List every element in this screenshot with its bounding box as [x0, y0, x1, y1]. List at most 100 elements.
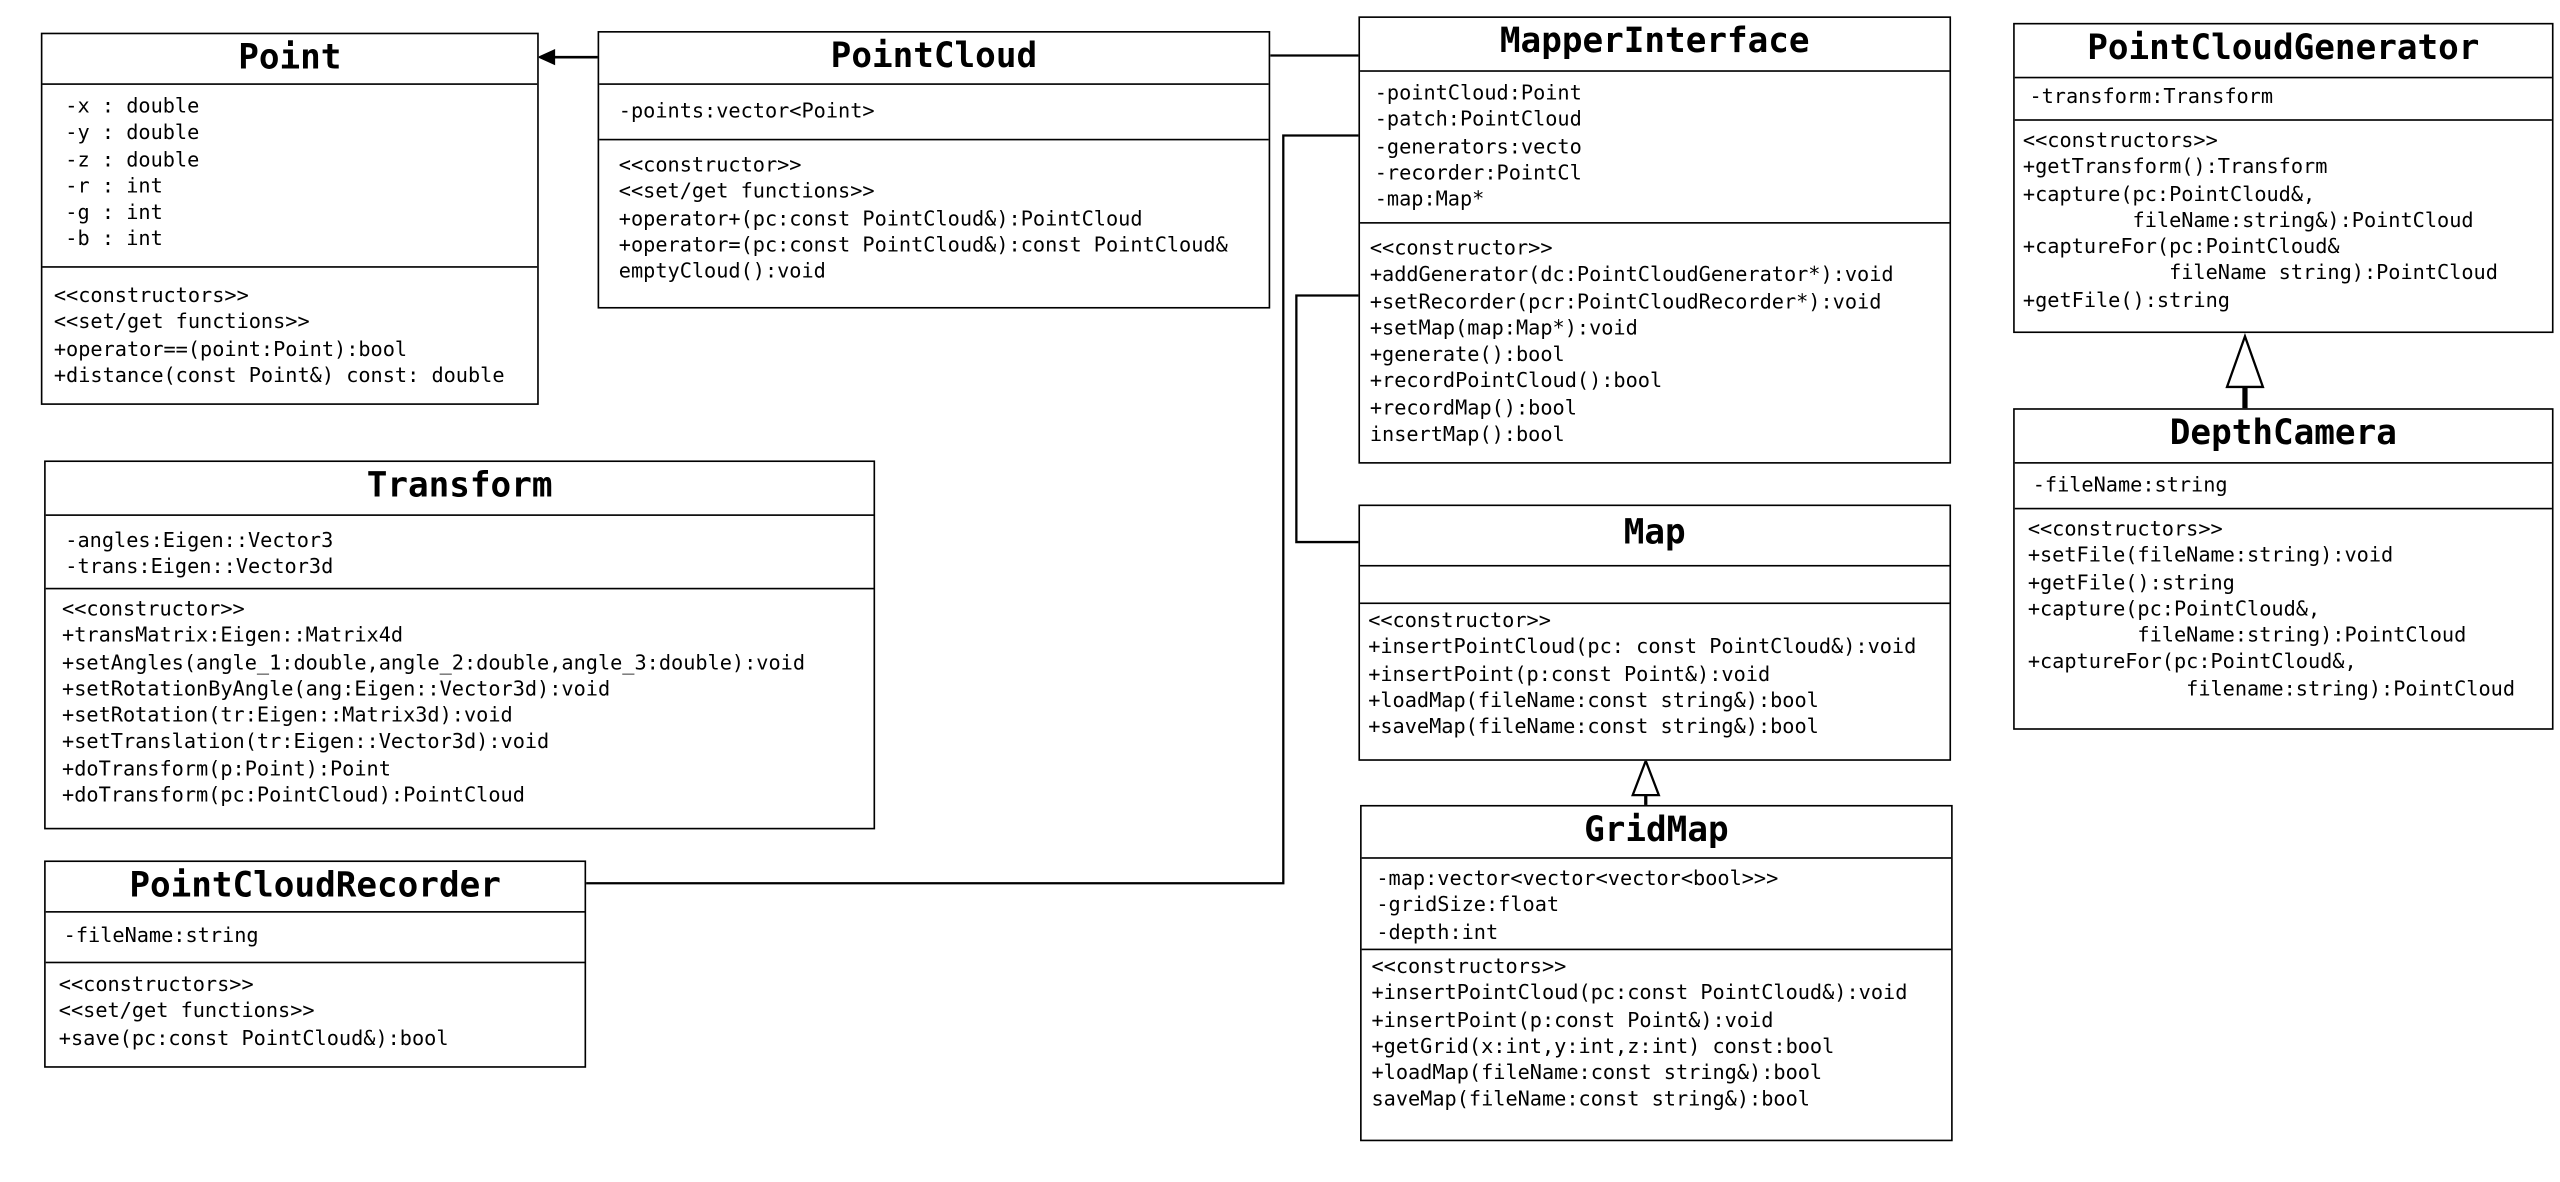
- method: +addGenerator(dc:PointCloudGenerator*):v…: [1369, 261, 1894, 287]
- attribute: -fileName:string: [2032, 471, 2228, 497]
- method: <<constructors>>: [2027, 515, 2223, 541]
- method: <<constructor>>: [62, 595, 245, 621]
- method: +setRotationByAngle(ang:Eigen::Vector3d)…: [62, 675, 611, 701]
- class-pointcloudgenerator: PointCloudGenerator -transform:Transform…: [2013, 22, 2554, 334]
- methods-section: <<constructor>> +addGenerator(dc:PointCl…: [1360, 222, 1950, 448]
- attribute: -z : double: [65, 146, 200, 171]
- attribute: -transform:Transform: [2029, 83, 2274, 108]
- method: <<constructors>>: [53, 282, 249, 307]
- attribute: -x : double: [65, 93, 200, 118]
- method: +save(pc:const PointCloud&):bool: [58, 1024, 449, 1050]
- methods-section: <<constructor>> <<set/get functions>> +o…: [599, 138, 1269, 285]
- attribute: -y : double: [65, 119, 200, 145]
- method: +saveMap(fileName:const string&):bool: [1368, 713, 1819, 739]
- method: +setMap(map:Map*):void: [1369, 314, 1638, 340]
- method: +capture(pc:PointCloud&,: [2027, 595, 2321, 621]
- class-mapperinterface: MapperInterface -pointCloud:Point -patch…: [1358, 16, 1952, 464]
- attribute: -points:vector<Point>: [618, 97, 875, 123]
- attributes-section: -transform:Transform: [2014, 76, 2552, 119]
- method: +insertPointCloud(pc: const PointCloud&)…: [1368, 633, 1917, 659]
- class-title: PointCloud: [830, 35, 1038, 76]
- attribute: -depth:int: [1376, 918, 1499, 944]
- class-title: Map: [1623, 512, 1686, 552]
- class-point: Point -x : double -y : double -z : doubl…: [40, 32, 539, 405]
- methods-section: <<constructors>> +insertPointCloud(pc:co…: [1361, 948, 1952, 1114]
- association-arrowhead-icon: [537, 48, 556, 66]
- class-map: Map <<constructor>> +insertPointCloud(pc…: [1358, 504, 1952, 761]
- attribute: -angles:Eigen::Vector3: [65, 527, 334, 552]
- attribute: -gridSize:float: [1376, 891, 1560, 917]
- method: <<set/get functions>>: [53, 309, 310, 334]
- class-gridmap: GridMap -map:vector<vector<vector<bool>>…: [1360, 804, 1953, 1142]
- method: emptyCloud():void: [618, 258, 826, 283]
- method: +loadMap(fileName:const string&):bool: [1371, 1059, 1823, 1085]
- class-title: GridMap: [1584, 809, 1729, 850]
- method: <<constructor>>: [1368, 607, 1551, 632]
- method: +getFile():string: [2022, 286, 2230, 312]
- methods-section: <<constructors>> +getTransform():Transfo…: [2014, 119, 2552, 313]
- method: +doTransform(p:Point):Point: [62, 755, 391, 781]
- method: +captureFor(pc:PointCloud&,: [2027, 648, 2357, 674]
- attribute: -r : int: [65, 172, 163, 198]
- method: +transMatrix:Eigen::Matrix4d: [62, 622, 404, 648]
- methods-section: <<constructor>> +transMatrix:Eigen::Matr…: [45, 587, 874, 809]
- attribute: -patch:PointCloud: [1374, 106, 1582, 132]
- method: <<set/get functions>>: [618, 178, 875, 203]
- method: +setTranslation(tr:Eigen::Vector3d):void: [62, 728, 550, 754]
- method: insertMap():bool: [1369, 421, 1565, 446]
- class-pointcloudrecorder: PointCloudRecorder -fileName:string <<co…: [44, 860, 587, 1068]
- method: filename:string):PointCloud: [2027, 675, 2516, 701]
- method: +capture(pc:PointCloud&,: [2022, 180, 2316, 206]
- method: <<constructors>>: [1371, 953, 1567, 978]
- method: +getTransform():Transform: [2022, 153, 2328, 179]
- method: +setRecorder(pcr:PointCloudRecorder*):vo…: [1369, 288, 1882, 313]
- class-depthcamera: DepthCamera -fileName:string <<construct…: [2013, 408, 2554, 730]
- method: <<constructor>>: [1369, 235, 1553, 260]
- attributes-section: [1360, 564, 1950, 603]
- inheritance-triangle-icon: [1631, 757, 1661, 797]
- class-title: PointCloudGenerator: [2087, 27, 2480, 67]
- class-title: MapperInterface: [1499, 21, 1810, 61]
- method: saveMap(fileName:const string&):bool: [1371, 1086, 1810, 1112]
- inheritance-triangle-icon: [2225, 332, 2265, 389]
- method: +recordPointCloud():bool: [1369, 368, 1663, 393]
- method: +setRotation(tr:Eigen::Matrix3d):void: [62, 702, 513, 727]
- method: +distance(const Point&) const: double: [53, 362, 505, 387]
- method: fileName:string&):PointCloud: [2022, 207, 2474, 232]
- attributes-section: -map:vector<vector<vector<bool>>> -gridS…: [1361, 857, 1952, 948]
- methods-section: <<constructors>> <<set/get functions>> +…: [42, 266, 538, 389]
- attribute: -pointCloud:Point: [1374, 80, 1582, 105]
- method: +setFile(fileName:string):void: [2027, 542, 2394, 568]
- method: +doTransform(pc:PointCloud):PointCloud: [62, 782, 525, 807]
- method: +getGrid(x:int,y:int,z:int) const:bool: [1371, 1033, 1835, 1058]
- method: <<set/get functions>>: [58, 998, 315, 1023]
- method: +operator==(point:Point):bool: [53, 335, 408, 361]
- attribute: -recorder:PointCl: [1374, 159, 1582, 185]
- methods-section: <<constructors>> <<set/get functions>> +…: [45, 961, 585, 1052]
- attribute: -map:Map*: [1374, 186, 1485, 211]
- class-title: Transform: [366, 465, 553, 505]
- map-mapperinterface-link: [1295, 294, 1361, 544]
- attribute: -fileName:string: [63, 922, 259, 947]
- method: fileName:string):PointCloud: [2027, 622, 2467, 647]
- attribute: -b : int: [65, 226, 163, 251]
- method: <<constructors>>: [58, 971, 254, 996]
- method: +insertPointCloud(pc:const PointCloud&):…: [1371, 980, 1908, 1005]
- method: fileName string):PointCloud: [2022, 260, 2498, 285]
- class-transform: Transform -angles:Eigen::Vector3 -trans:…: [44, 460, 876, 830]
- recorder-mapperinterface-link: [584, 134, 1361, 885]
- method: +generate():bool: [1369, 341, 1565, 367]
- attributes-section: -pointCloud:Point -patch:PointCloud -gen…: [1360, 70, 1950, 222]
- attributes-section: -angles:Eigen::Vector3 -trans:Eigen::Vec…: [45, 514, 874, 587]
- method: +insertPoint(p:const Point&):void: [1371, 1006, 1774, 1032]
- attribute: -map:vector<vector<vector<bool>>>: [1376, 865, 1779, 890]
- attributes-section: -x : double -y : double -z : double -r :…: [42, 83, 538, 266]
- attribute: -generators:vecto: [1374, 133, 1582, 158]
- method: <<constructors>>: [2022, 127, 2218, 152]
- attributes-section: -points:vector<Point>: [599, 83, 1269, 139]
- attributes-section: -fileName:string: [45, 911, 585, 962]
- class-title: PointCloudRecorder: [129, 865, 501, 905]
- class-title: DepthCamera: [2169, 413, 2397, 453]
